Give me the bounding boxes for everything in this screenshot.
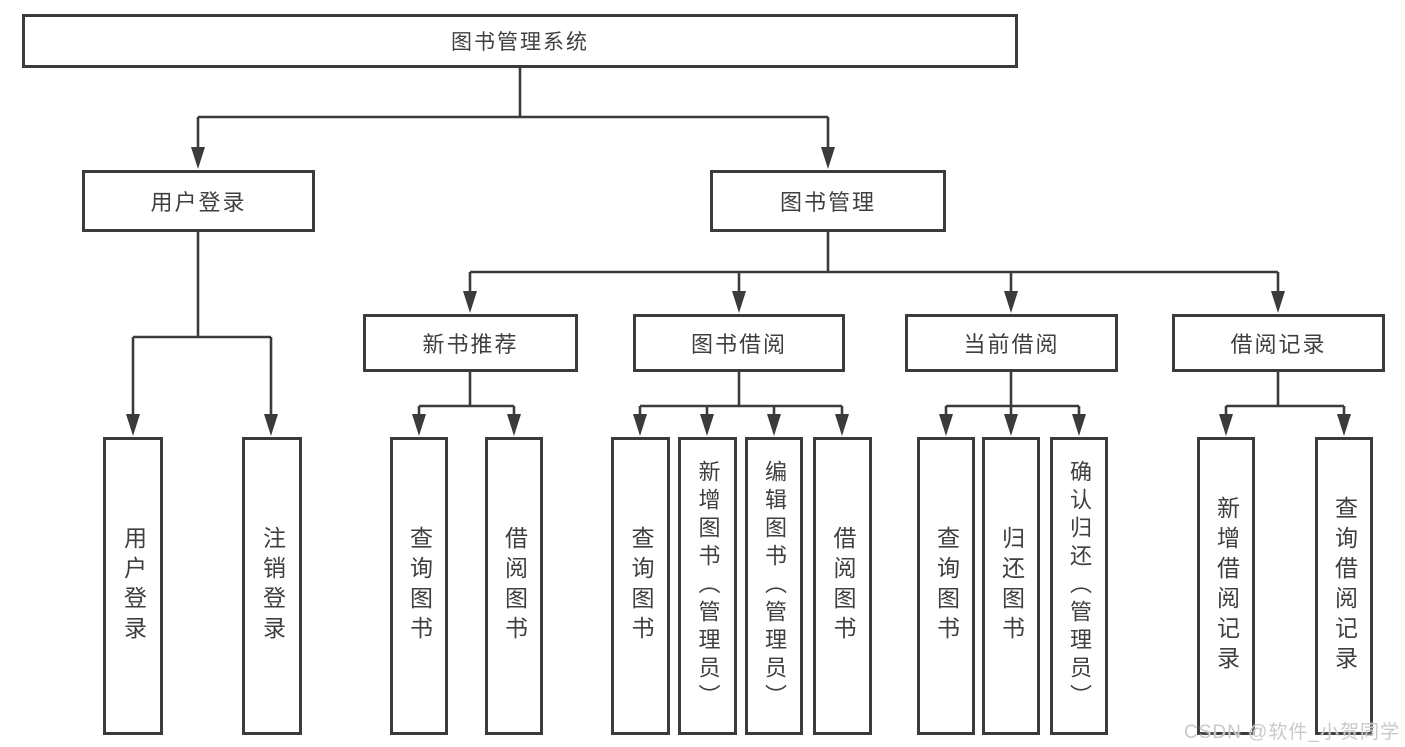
leaf-return-books: 归还图书 [982,437,1040,735]
arrowhead [1004,414,1018,436]
arrowhead [821,147,835,169]
node-label: 注销登录 [259,526,286,646]
leaf-user-login: 用户登录 [103,437,163,735]
node-label: 借阅记录 [1230,332,1327,357]
node-book-management: 图书管理 [710,170,946,232]
leaf-confirm-return-admin: 确认归还（管理员） [1050,437,1108,735]
leaf-edit-books-admin: 编辑图书（管理员） [745,437,803,735]
arrowhead [126,414,140,436]
arrowhead [939,414,953,436]
node-label: 新书推荐 [422,332,519,357]
arrowhead [732,291,746,313]
node-label: 图书借阅 [690,332,787,357]
node-label: 查询借阅记录 [1331,496,1358,676]
arrowhead [1219,414,1233,436]
leaf-logout: 注销登录 [242,437,302,735]
arrowhead [1004,291,1018,313]
arrowhead [463,291,477,313]
arrowhead [835,414,849,436]
csdn-watermark: CSDN @软件_小贺同学 [1184,722,1400,743]
node-library-system: 图书管理系统 [22,14,1018,68]
arrowhead [191,147,205,169]
arrowhead [767,414,781,436]
node-label: 查询图书 [628,526,654,646]
leaf-add-borrow-record: 新增借阅记录 [1197,437,1255,735]
node-label: 借阅图书 [501,526,528,646]
node-label: 查询图书 [406,526,433,646]
leaf-query-books-borrow: 查询图书 [611,437,670,735]
leaf-query-borrow-record: 查询借阅记录 [1315,437,1373,735]
node-book-borrowing: 图书借阅 [633,314,845,372]
arrowhead [1337,414,1351,436]
arrowhead [1072,414,1086,436]
node-label: 编辑图书（管理员） [762,460,787,712]
leaf-add-books-admin: 新增图书（管理员） [678,437,737,735]
node-label: 当前借阅 [963,332,1060,357]
arrowhead [633,414,647,436]
arrowhead [264,414,278,436]
arrowhead [700,414,714,436]
node-label: 图书管理 [779,190,876,215]
arrowhead [412,414,426,436]
arrowhead [1271,291,1285,313]
leaf-borrow-books: 借阅图书 [813,437,872,735]
node-label: 借阅图书 [830,526,856,646]
node-current-borrowing: 当前借阅 [905,314,1118,372]
arrowhead [507,414,521,436]
node-label: 用户登录 [120,526,147,646]
node-label: 用户登录 [150,190,247,215]
node-label: 归还图书 [998,526,1025,646]
node-label: 新增借阅记录 [1213,496,1240,676]
leaf-borrow-books-recommend: 借阅图书 [485,437,543,735]
node-user-login: 用户登录 [82,170,315,232]
node-new-book-recommendation: 新书推荐 [363,314,578,372]
leaf-query-books-recommend: 查询图书 [390,437,448,735]
leaf-query-books-current: 查询图书 [917,437,975,735]
node-label: 图书管理系统 [451,31,589,54]
node-label: 查询图书 [933,526,960,646]
node-label: 确认归还（管理员） [1067,460,1092,712]
node-borrowing-records: 借阅记录 [1172,314,1385,372]
node-label: 新增图书（管理员） [695,460,721,712]
